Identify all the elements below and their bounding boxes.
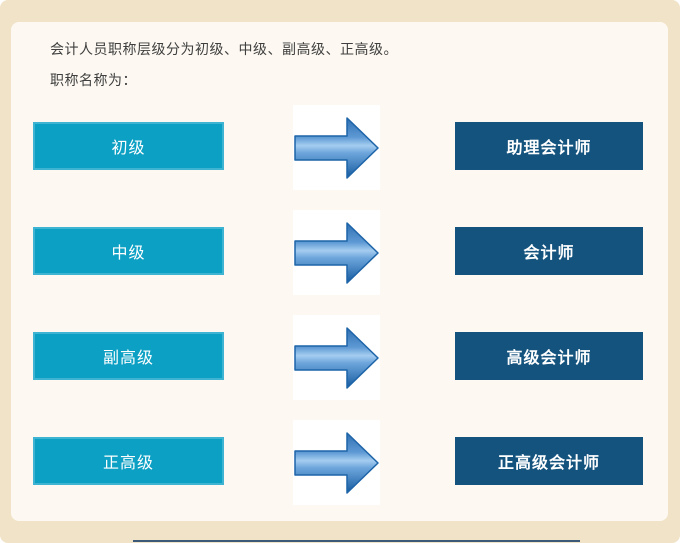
arrow-box	[293, 315, 380, 400]
level-box-deputy-senior: 副高级	[33, 332, 224, 380]
arrow-box	[293, 105, 380, 190]
title-box-full-senior-accountant: 正高级会计师	[455, 437, 643, 485]
level-box-full-senior: 正高级	[33, 437, 224, 485]
intro-text-line1: 会计人员职称层级分为初级、中级、副高级、正高级。	[50, 41, 398, 57]
diagram-row-deputy-senior: 副高级 高级会计师	[11, 315, 668, 400]
title-box-accountant: 会计师	[455, 227, 643, 275]
arrow-box	[293, 210, 380, 295]
right-arrow-icon	[294, 117, 379, 179]
right-arrow-icon	[294, 327, 379, 389]
level-box-intermediate: 中级	[33, 227, 224, 275]
title-box-senior-accountant: 高级会计师	[455, 332, 643, 380]
arrow-box	[293, 420, 380, 505]
intro-text-line2: 职称名称为：	[50, 72, 137, 88]
level-box-junior: 初级	[33, 122, 224, 170]
diagram-row-junior: 初级 助理会计师	[11, 105, 668, 190]
diagram-row-full-senior: 正高级 正高级会计师	[11, 420, 668, 505]
diagram-row-intermediate: 中级 会计师	[11, 210, 668, 295]
title-box-assistant-accountant: 助理会计师	[455, 122, 643, 170]
right-arrow-icon	[294, 432, 379, 494]
right-arrow-icon	[294, 222, 379, 284]
content-panel: 会计人员职称层级分为初级、中级、副高级、正高级。 职称名称为： 初级	[11, 22, 668, 521]
bottom-divider-line	[133, 540, 580, 542]
